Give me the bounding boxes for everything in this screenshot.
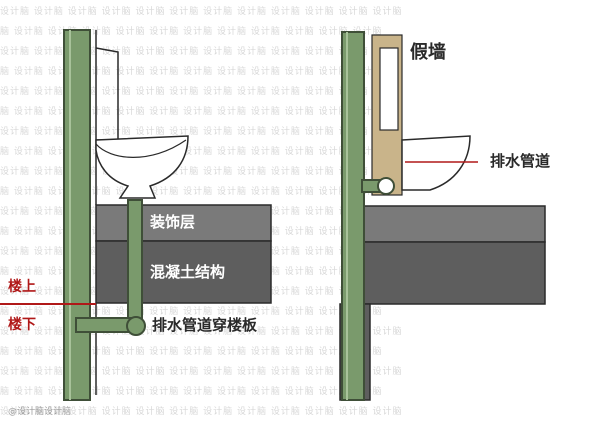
left-floor-pipe [127, 199, 143, 326]
upstairs-label: 楼上 [8, 279, 36, 295]
decor-layer-label: 装饰层 [150, 213, 196, 231]
footer-credit: @设计脑设计脑 [8, 407, 72, 417]
drain-pipe-label: 排水管道 [490, 152, 551, 170]
left-pipe-elbow [126, 316, 146, 336]
right-stack-pipe [341, 31, 365, 401]
right-concrete-slab [359, 241, 546, 305]
right-decor-layer [359, 205, 546, 243]
right-toilet-bowl [401, 135, 471, 191]
concrete-label: 混凝土结构 [150, 263, 226, 281]
pipe-through-slab-label: 排水管道穿楼板 [152, 316, 258, 334]
left-decor-layer [95, 204, 272, 242]
left-stack-pipe [63, 29, 91, 401]
right-toilet-tank [379, 47, 399, 131]
left-toilet-bowl-rim [95, 139, 187, 158]
false-wall-label: 假墙 [410, 42, 446, 63]
left-concrete-slab [95, 240, 272, 304]
downstairs-label: 楼下 [8, 317, 36, 333]
right-pipe-outlet [377, 177, 395, 195]
right-diagram [339, 31, 546, 401]
left-toilet-bowl [95, 135, 189, 199]
left-diagram [0, 29, 272, 401]
left-toilet-tank [95, 47, 119, 141]
